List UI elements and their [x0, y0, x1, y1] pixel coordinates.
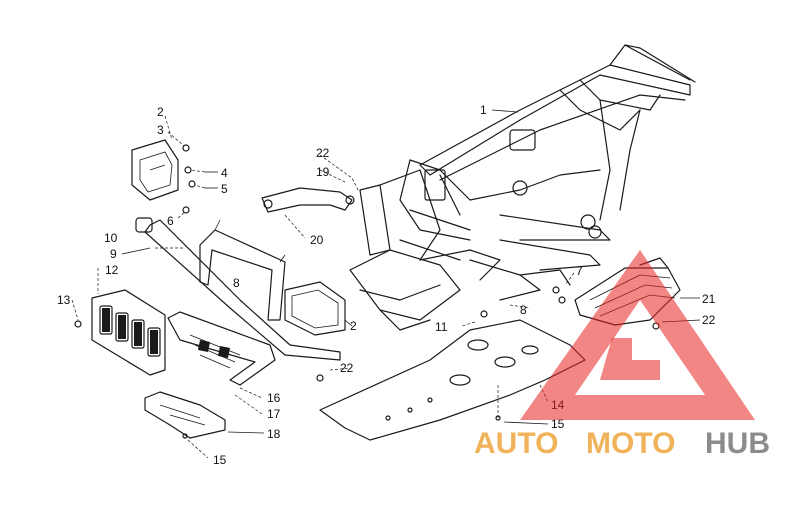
callout-15-skid: 15	[551, 417, 565, 431]
watermark-moto: MOTO	[586, 427, 675, 460]
callout-11: 11	[435, 320, 448, 334]
callout-20: 20	[310, 233, 324, 247]
callout-15-front: 15	[213, 453, 227, 467]
callout-16: 16	[267, 391, 281, 405]
callout-2-lower: 2	[350, 319, 357, 333]
callout-6: 6	[167, 214, 174, 228]
front-skid-plate	[144, 391, 226, 439]
headlight-assembly	[131, 115, 206, 219]
callout-22-bumper: 22	[340, 361, 354, 375]
callout-3: 3	[157, 123, 164, 137]
front-bumper	[135, 217, 341, 361]
callout-13: 13	[57, 293, 71, 307]
watermark: AUTO MOTO HUB	[474, 250, 770, 460]
callout-19: 19	[316, 165, 330, 179]
callout-5: 5	[221, 182, 228, 196]
fasteners	[182, 304, 531, 439]
callout-17: 17	[267, 407, 281, 421]
callout-2-headlight: 2	[157, 105, 164, 119]
callout-22-top: 22	[316, 146, 330, 160]
lower-guard	[167, 311, 276, 386]
callout-10: 10	[104, 231, 118, 245]
callouts: 1 2 3 4 5 6 22 19 20 10 9 12 8 13 2 22 1…	[57, 103, 716, 467]
callout-7: 7	[576, 264, 583, 278]
callout-18: 18	[267, 427, 281, 441]
front-grille	[71, 268, 166, 376]
callout-1: 1	[480, 103, 487, 117]
watermark-triangle-icon	[520, 250, 755, 420]
headlight-lower	[284, 281, 346, 336]
callout-12: 12	[105, 263, 119, 277]
callout-8-frame: 8	[520, 303, 527, 317]
callout-21: 21	[702, 292, 716, 306]
callout-4: 4	[221, 166, 228, 180]
skid-plate	[319, 319, 586, 441]
main-frame	[349, 44, 696, 331]
watermark-auto: AUTO	[474, 427, 558, 460]
callout-9: 9	[110, 247, 117, 261]
callout-22-footrest: 22	[702, 313, 716, 327]
watermark-hub: HUB	[705, 427, 770, 460]
callout-8-bumper: 8	[233, 276, 240, 290]
handlebar-brace	[261, 154, 359, 239]
